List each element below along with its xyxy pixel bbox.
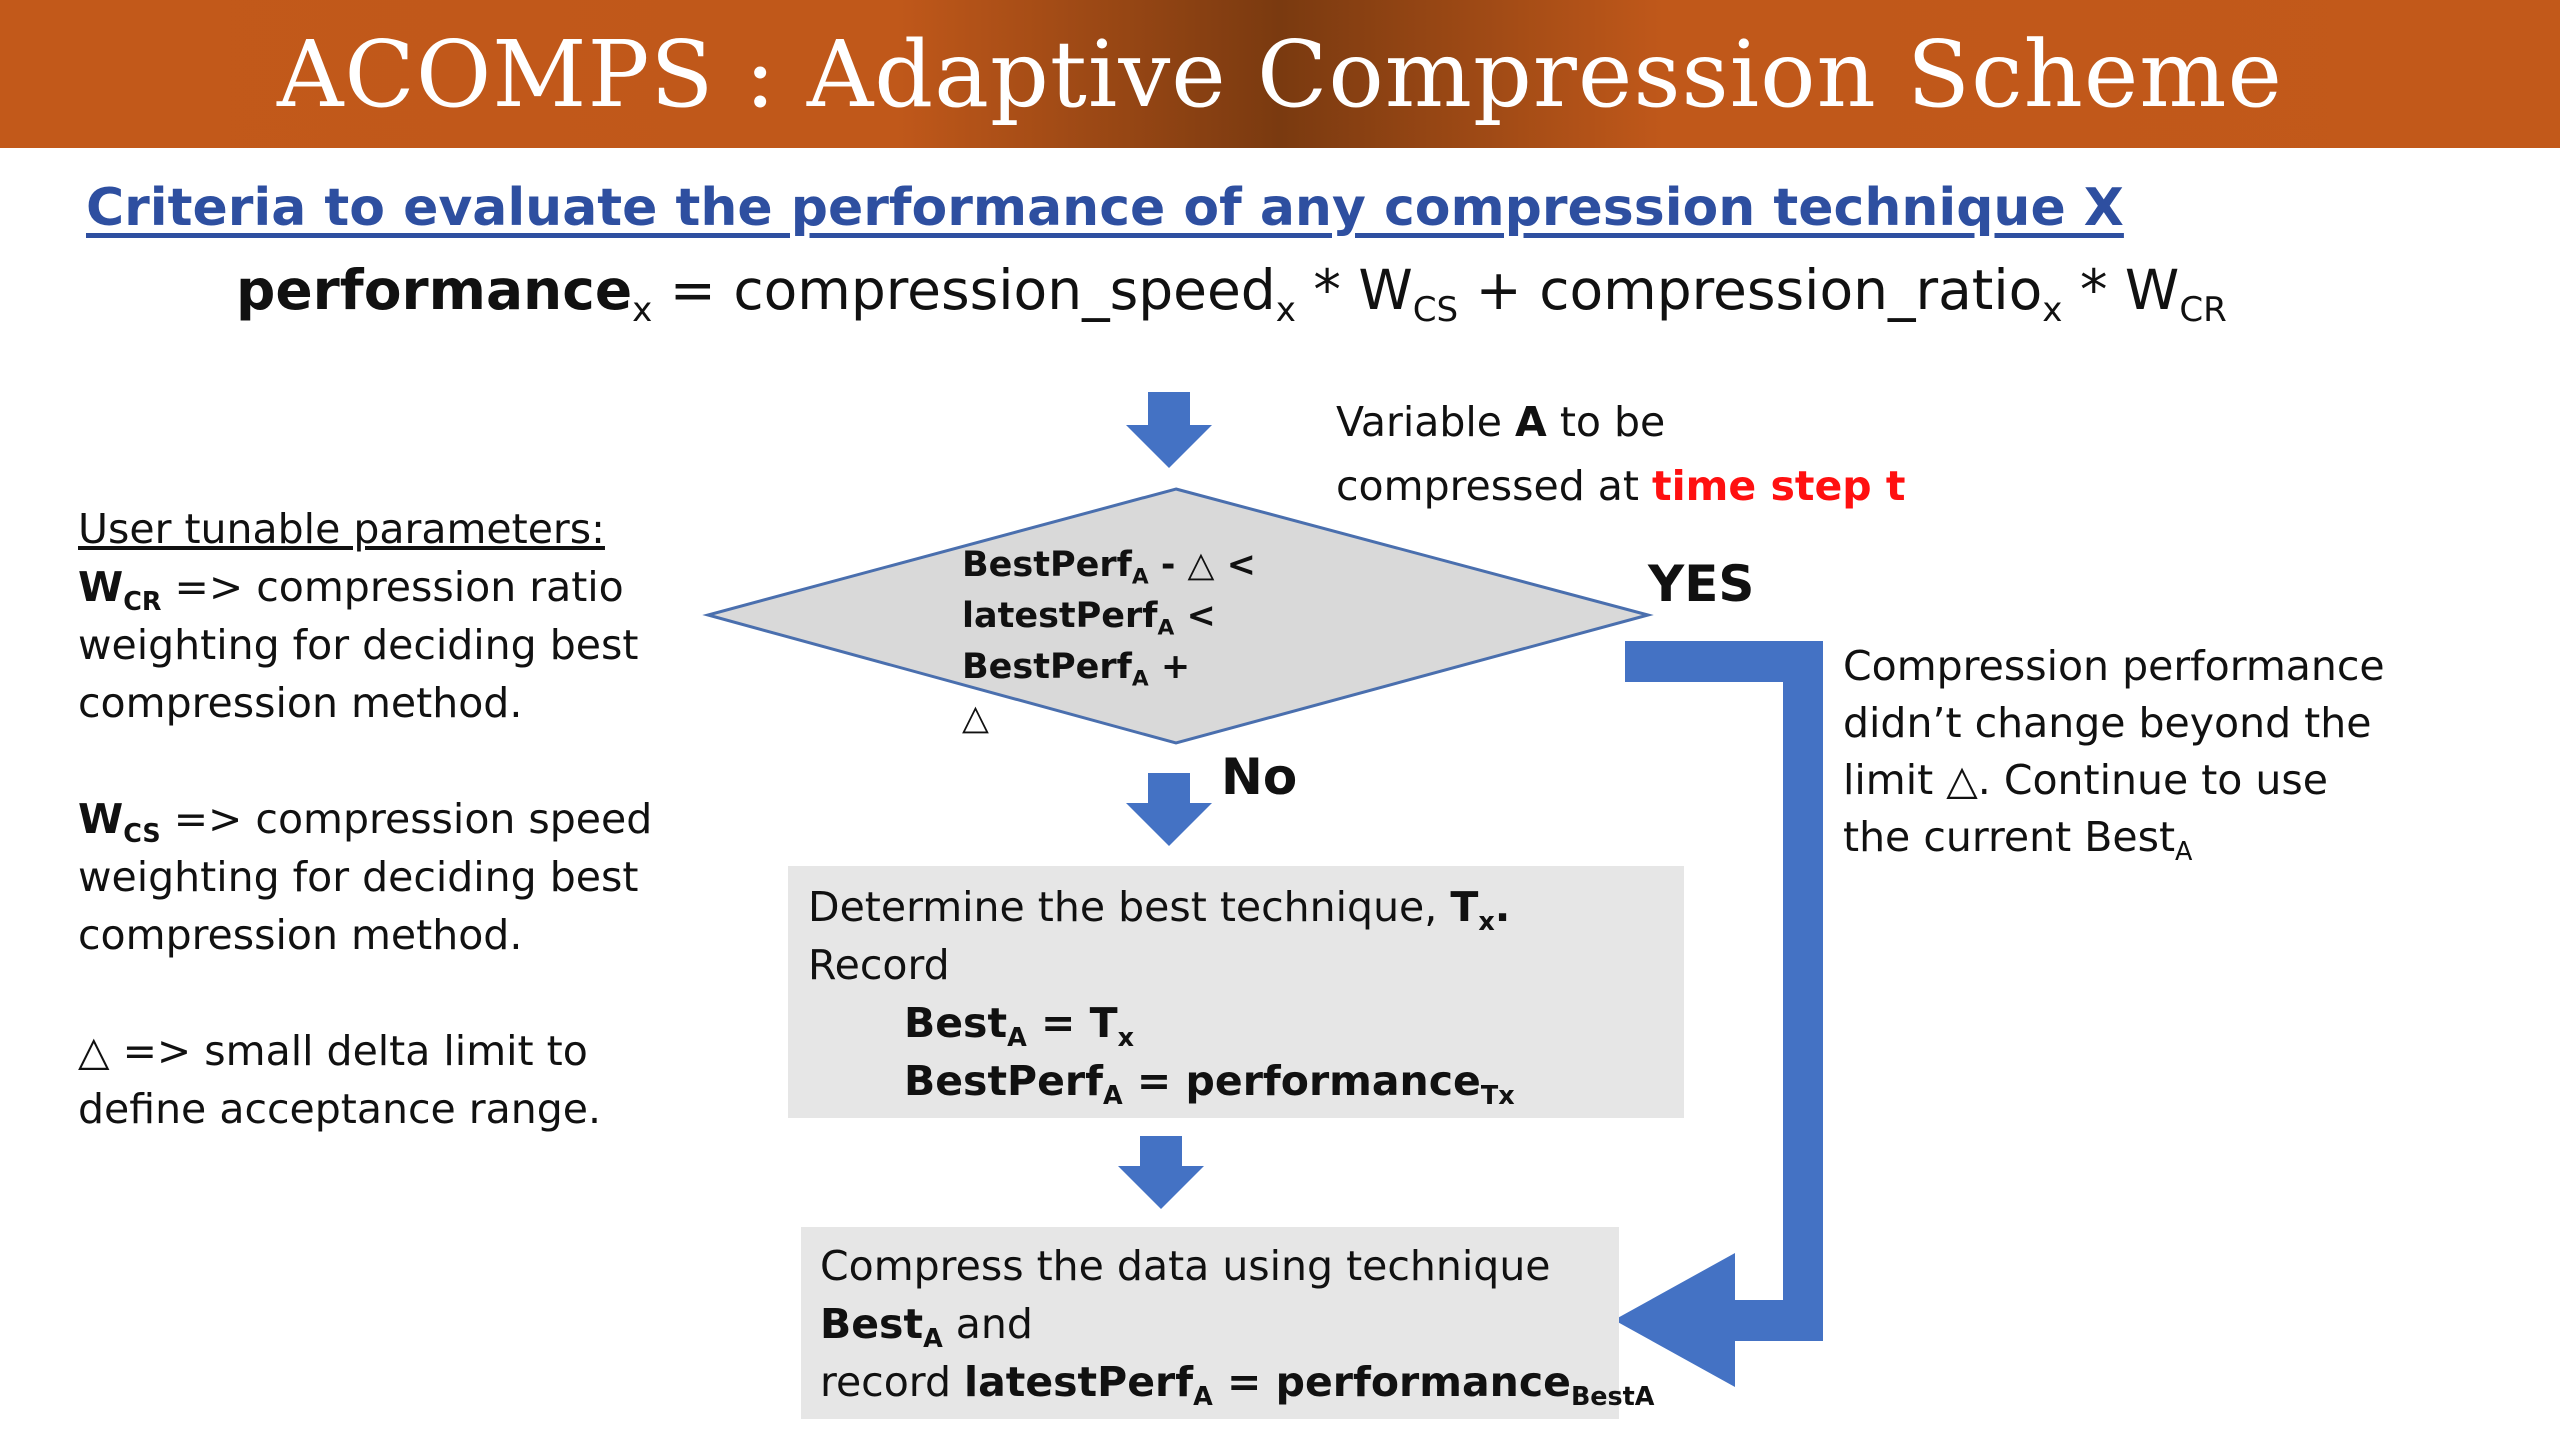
decision-condition: BestPerfA - △ < latestPerfA < BestPerfA …	[962, 545, 1256, 738]
arrow-down-1	[1126, 392, 1212, 468]
record-best-box: Determine the best technique, Tx. Record…	[788, 866, 1684, 1118]
yes-note: Compression performance didn’t change be…	[1843, 642, 2385, 866]
title-banner: ACOMPS : Adaptive Compression Scheme	[0, 0, 2560, 148]
yes-label: YES	[1648, 555, 1755, 613]
criteria-heading: Criteria to evaluate the performance of …	[86, 178, 2124, 238]
no-label: No	[1221, 748, 1298, 806]
arrow-down-3	[1118, 1136, 1204, 1209]
arrow-down-2	[1126, 773, 1212, 846]
params-heading: User tunable parameters:	[78, 505, 605, 553]
performance-formula: performancex = compression_speedx * WCS …	[236, 258, 2227, 330]
param-wcs: WCS => compression speed weighting for d…	[78, 795, 653, 959]
variable-note: Variable A to be compressed at time step…	[1336, 398, 1906, 510]
param-delta: △ => small delta limit to define accepta…	[78, 1027, 602, 1133]
slide-title: ACOMPS : Adaptive Compression Scheme	[276, 20, 2283, 128]
tunable-parameters: User tunable parameters: WCR => compress…	[78, 500, 718, 1138]
param-wcr: WCR => compression ratio weighting for d…	[78, 563, 639, 727]
compress-data-box: Compress the data using technique BestA …	[801, 1227, 1654, 1419]
